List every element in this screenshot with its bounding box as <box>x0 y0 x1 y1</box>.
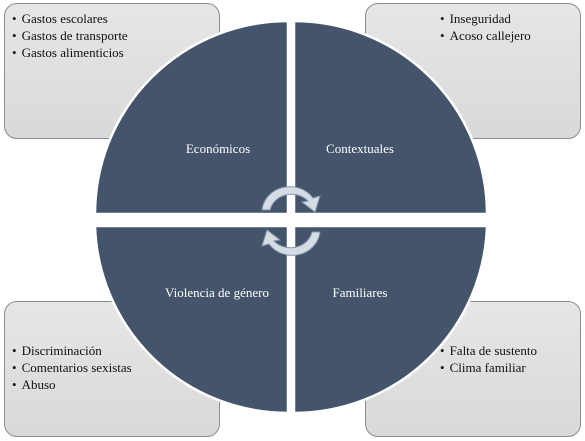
list-item: Abuso <box>12 376 132 393</box>
quadrant-label-contextuales: Contextuales <box>326 141 394 156</box>
quadrant-bottom-left <box>93 224 290 415</box>
cycle-arrows-icon <box>261 186 321 256</box>
arrow-top-icon <box>261 186 321 213</box>
quadrant-top-right <box>292 19 489 216</box>
list-item: Gastos escolares <box>12 10 128 27</box>
list-item: Inseguridad <box>440 10 531 27</box>
economicos-list: Gastos escolares Gastos de transporte Ga… <box>12 10 128 61</box>
arrow-bottom-icon <box>261 229 321 256</box>
quadrant-label-economicos: Económicos <box>186 141 250 156</box>
list-item: Clima familiar <box>440 359 537 376</box>
list-item: Acoso callejero <box>440 27 531 44</box>
list-item: Discriminación <box>12 342 132 359</box>
familiares-list: Falta de sustento Clima familiar <box>440 342 537 376</box>
list-item: Gastos alimenticios <box>12 44 128 61</box>
violencia-list: Discriminación Comentarios sexistas Abus… <box>12 342 132 393</box>
quadrant-top-left <box>93 19 290 216</box>
list-item: Comentarios sexistas <box>12 359 132 376</box>
list-item: Falta de sustento <box>440 342 537 359</box>
contextuales-list: Inseguridad Acoso callejero <box>440 10 531 44</box>
list-item: Gastos de transporte <box>12 27 128 44</box>
quadrant-bottom-right <box>292 224 489 415</box>
quadrant-label-familiares: Familiares <box>333 285 388 300</box>
quadrant-label-violencia: Violencia de género <box>165 285 269 300</box>
